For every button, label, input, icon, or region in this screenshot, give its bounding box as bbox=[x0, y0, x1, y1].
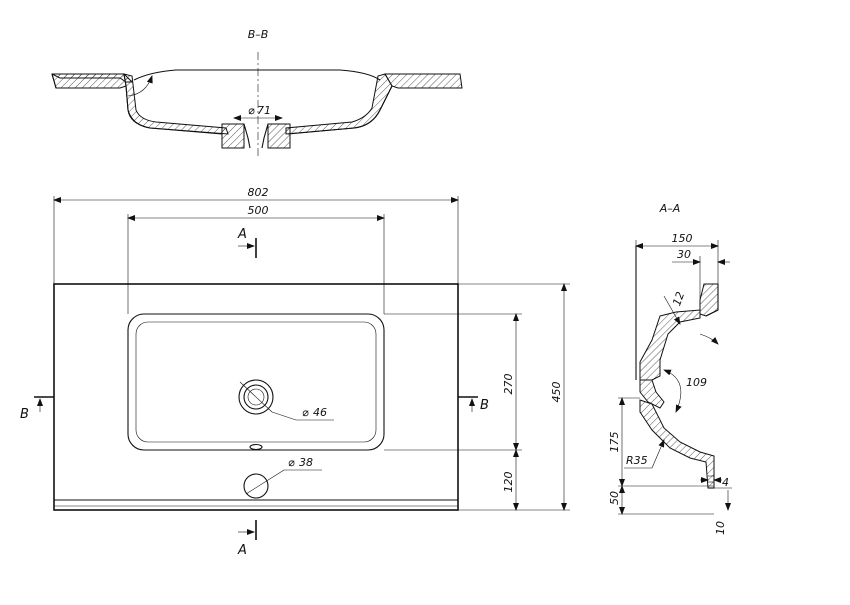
aa-lip-label: 4 bbox=[722, 476, 729, 489]
overflow-slot bbox=[249, 443, 263, 451]
bowl-depth-label: 270 bbox=[502, 374, 515, 395]
aa-drain-block bbox=[639, 379, 665, 409]
bowl-outline bbox=[127, 313, 385, 451]
section-bb-view: B–B ⌀ 71 bbox=[51, 28, 463, 158]
overall-depth-label: 450 bbox=[550, 382, 563, 403]
bowl-inner bbox=[135, 321, 377, 443]
bb-drain-diameter-symbol: ⌀ bbox=[248, 104, 255, 117]
aa-angle-label: 109 bbox=[686, 376, 707, 389]
drain-diameter-symbol: ⌀ bbox=[302, 406, 309, 419]
tap-hole-circle bbox=[243, 473, 269, 499]
bb-bowl-wall-left bbox=[123, 73, 229, 135]
overall-width-label: 802 bbox=[248, 186, 269, 199]
section-a-top-letter: A bbox=[237, 227, 247, 242]
drain-diameter-value: 46 bbox=[313, 406, 327, 419]
aa-radius-leader bbox=[651, 439, 665, 469]
section-aa-title: A–A bbox=[659, 202, 681, 215]
bb-bowl-wall-right bbox=[285, 73, 393, 135]
tap-hole-diameter-value: 38 bbox=[299, 456, 313, 469]
aa-wall-leader bbox=[663, 295, 681, 325]
section-bb-title: B–B bbox=[248, 28, 269, 41]
aa-front-label: 10 bbox=[714, 521, 727, 535]
section-a-bottom-letter: A bbox=[237, 543, 247, 558]
front-depth-label: 120 bbox=[502, 472, 515, 493]
drain-outer-circle bbox=[238, 379, 274, 415]
tap-hole-leader bbox=[245, 469, 285, 495]
section-b-right-letter: B bbox=[480, 398, 489, 413]
aa-depth-label: 150 bbox=[672, 232, 693, 245]
aa-angle-arc bbox=[663, 369, 682, 413]
drain-circle bbox=[243, 384, 269, 410]
aa-radius-label: R35 bbox=[626, 454, 648, 467]
aa-bowl-front-wall bbox=[639, 399, 715, 489]
aa-base-label: 50 bbox=[608, 491, 621, 505]
bb-drain-diameter-value: 71 bbox=[257, 104, 271, 117]
section-b-left-letter: B bbox=[20, 407, 29, 422]
tap-hole-diameter-symbol: ⌀ bbox=[288, 456, 295, 469]
section-aa-view: A–A 150 30 12 109 175 50 bbox=[608, 202, 732, 535]
bowl-width-label: 500 bbox=[248, 204, 269, 217]
aa-rim-label: 30 bbox=[677, 248, 691, 261]
bb-drain-right bbox=[267, 123, 291, 149]
plan-view: ⌀ 46 ⌀ 38 802 500 270 120 450 A bbox=[20, 186, 570, 558]
drain-leader bbox=[271, 411, 297, 421]
aa-wall-label: 12 bbox=[670, 290, 687, 308]
bb-right-rim bbox=[384, 73, 463, 89]
aa-bowl-back-wall bbox=[639, 309, 701, 381]
aa-height-label: 175 bbox=[608, 432, 621, 453]
bb-drain-left bbox=[221, 123, 245, 149]
